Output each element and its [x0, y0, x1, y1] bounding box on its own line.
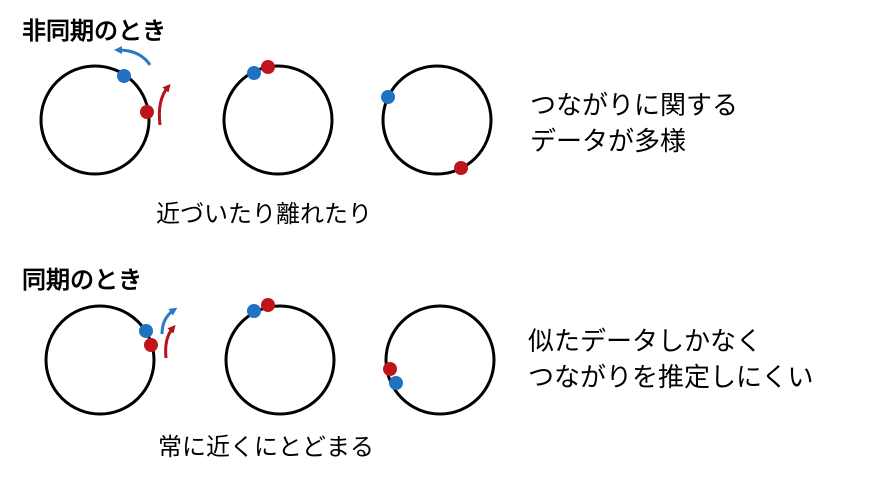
async-circle-3 — [381, 64, 493, 176]
red-motion-arrow-icon — [157, 83, 171, 126]
sync-section: 同期のとき 常に近くにとどまる 似たデータしかなく つながりを推定しにくい — [22, 266, 813, 461]
sync-caption: 常に近くにとどまる — [158, 433, 374, 461]
orbit-circle — [44, 304, 156, 416]
sync-circle-3 — [383, 304, 496, 416]
sync-heading: 同期のとき — [22, 266, 142, 294]
async-circle-1 — [39, 46, 171, 176]
sync-circle-2 — [224, 298, 336, 416]
red-motion-arrow-icon — [164, 325, 176, 359]
red-dot — [144, 338, 158, 352]
async-circle-2 — [222, 60, 334, 176]
async-heading: 非同期のとき — [22, 17, 166, 45]
red-dot — [383, 362, 397, 376]
orbit-circle — [381, 64, 493, 176]
red-dot — [454, 161, 468, 175]
blue-motion-arrow-icon — [114, 46, 152, 66]
blue-dot — [117, 69, 131, 83]
blue-dot — [247, 304, 261, 318]
orbit-circle — [384, 304, 496, 416]
async-caption: 近づいたり離れたり — [156, 200, 372, 228]
async-note-line-1: つながりに関する — [530, 91, 738, 121]
blue-dot — [389, 376, 403, 390]
orbit-circle — [222, 64, 334, 176]
orbit-circle — [224, 304, 336, 416]
async-section: 非同期のとき 近づいたり離れたり つながりに関する データが多様 — [22, 17, 738, 228]
blue-dot — [381, 90, 395, 104]
sync-note-line-2: つながりを推定しにくい — [528, 363, 813, 393]
red-dot — [140, 105, 154, 119]
orbit-circle — [39, 64, 151, 176]
async-note-line-2: データが多様 — [530, 127, 686, 157]
red-dot — [261, 60, 275, 74]
red-dot — [261, 298, 275, 312]
blue-dot — [247, 66, 261, 80]
blue-dot — [139, 324, 153, 338]
sync-note-line-1: 似たデータしかなく — [528, 327, 762, 357]
sync-circle-1 — [44, 304, 178, 416]
blue-motion-arrow-icon — [160, 307, 178, 335]
